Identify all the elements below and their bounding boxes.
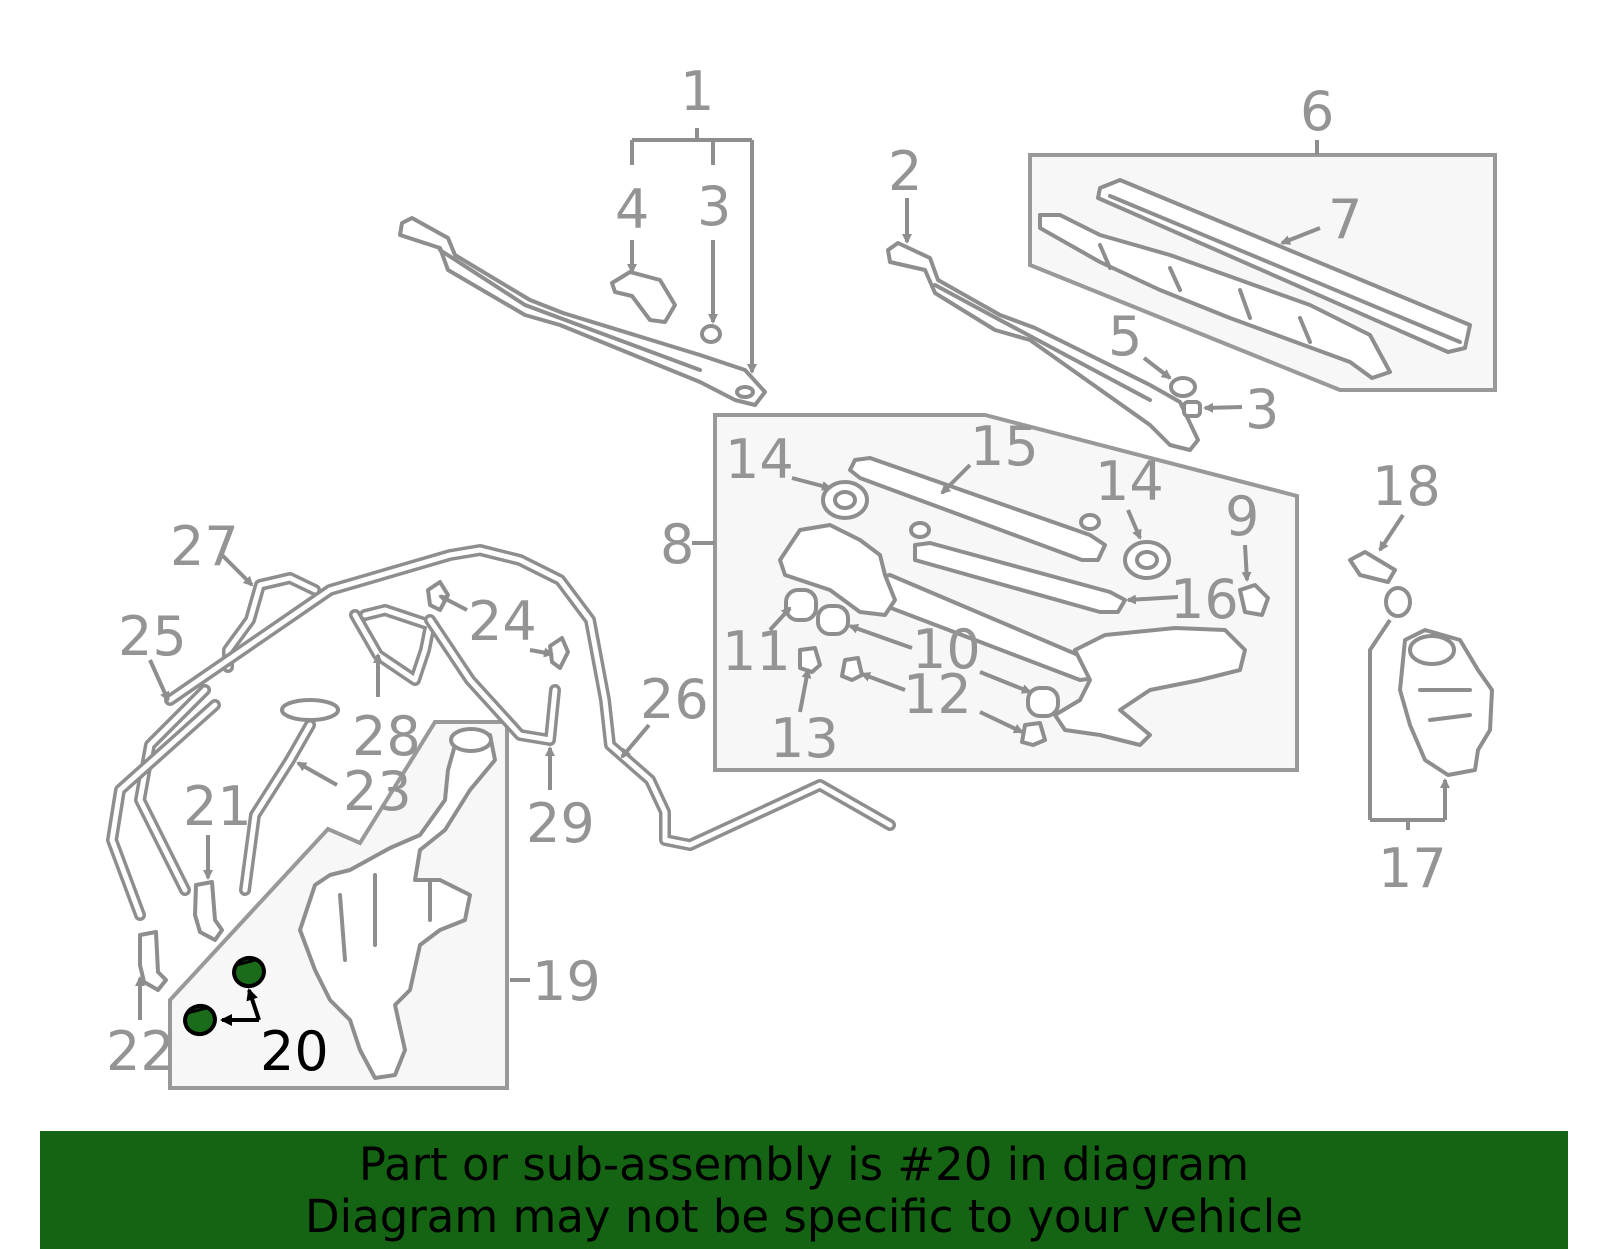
right-wiper-arm (886, 241, 1200, 452)
callout-16: 16 (1170, 568, 1239, 631)
callout-18: 18 (1372, 455, 1441, 518)
callout-29: 29 (526, 792, 595, 855)
callout-5: 5 (1108, 305, 1142, 368)
callout-6: 6 (1300, 80, 1334, 143)
wiper-blade (1038, 178, 1472, 380)
callout-19: 19 (532, 950, 601, 1013)
arm-cap (610, 270, 677, 324)
wiper-linkage (778, 456, 1270, 747)
arm-nut-3 (1182, 400, 1202, 418)
callout-labels: 1 2 3 3 4 5 6 7 8 9 10 11 12 13 14 14 15… (106, 60, 1447, 1083)
left-wiper-arm (398, 216, 767, 407)
callout-3b: 3 (1245, 378, 1279, 441)
wiper-motor (1398, 628, 1494, 777)
washer-nozzle-a (426, 580, 450, 612)
callout-9: 9 (1225, 485, 1259, 548)
callout-17: 17 (1378, 837, 1447, 900)
callout-15: 15 (970, 415, 1039, 478)
callout-25: 25 (118, 605, 187, 668)
callout-24: 24 (468, 590, 537, 653)
callout-27: 27 (170, 515, 239, 578)
banner-line-1: Part or sub-assembly is #20 in diagram (358, 1138, 1250, 1191)
callout-22: 22 (106, 1020, 175, 1083)
callout-13: 13 (770, 707, 839, 770)
info-banner: Part or sub-assembly is #20 in diagram D… (40, 1131, 1568, 1249)
motor-cap (1384, 586, 1412, 618)
arm-washer-5 (1169, 376, 1197, 398)
callout-14b: 14 (1095, 450, 1164, 513)
washer-reservoir (298, 727, 497, 1080)
reservoir-cap (280, 698, 340, 722)
callout-21: 21 (183, 775, 252, 838)
callout-7: 7 (1328, 188, 1362, 251)
callout-10: 10 (912, 618, 981, 681)
arm-nut (700, 324, 722, 344)
washer-pump-21 (193, 880, 224, 942)
callout-8: 8 (660, 513, 694, 576)
callout-4: 4 (615, 178, 649, 241)
callout-2: 2 (888, 140, 922, 203)
callout-14a: 14 (725, 428, 794, 491)
washer-hoses (106, 544, 896, 921)
callout-28: 28 (352, 705, 421, 768)
callout-23: 23 (343, 760, 412, 823)
callout-11: 11 (722, 620, 791, 683)
callout-1: 1 (680, 60, 714, 123)
callout-20-highlighted: 20 (260, 1020, 329, 1083)
banner-line-2: Diagram may not be specific to your vehi… (305, 1190, 1303, 1243)
motor-clip (1348, 550, 1397, 584)
parts-diagram: 1 2 3 3 4 5 6 7 8 9 10 11 12 13 14 14 15… (106, 60, 1497, 1090)
callout-26: 26 (640, 668, 709, 731)
washer-pump-22 (138, 930, 168, 992)
highlighted-grommets-20 (183, 955, 266, 1037)
washer-nozzle-b (548, 636, 570, 670)
callout-arrows (135, 128, 1445, 1026)
callout-3a: 3 (697, 175, 731, 238)
callout-12: 12 (903, 663, 972, 726)
